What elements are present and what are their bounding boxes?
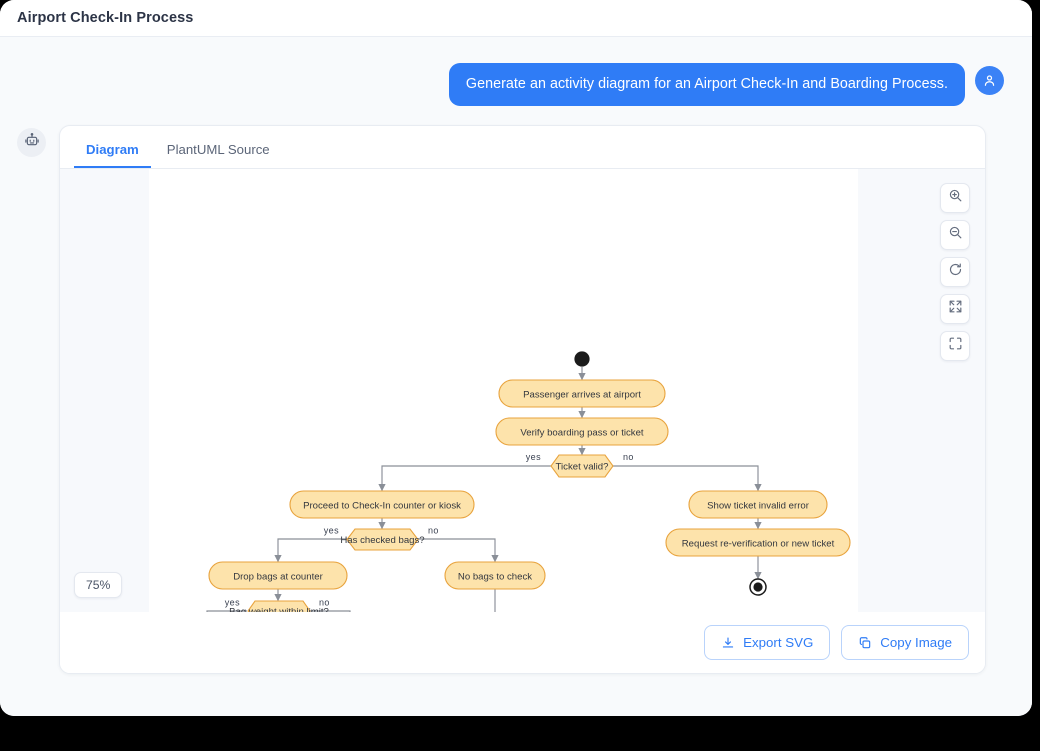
- copy-image-button[interactable]: Copy Image: [841, 625, 969, 661]
- fit-screen-icon: [948, 299, 963, 319]
- card-tabs: Diagram PlantUML Source: [60, 126, 985, 170]
- node-decision: Has checked bags?: [340, 528, 425, 551]
- zoom-out-button[interactable]: [940, 220, 970, 251]
- diagram-sheet: Passenger arrives at airport Verify boar…: [149, 169, 858, 613]
- edge-label-no: no: [428, 526, 439, 536]
- svg-text:Ticket valid?: Ticket valid?: [556, 462, 609, 473]
- node-activity: No bags to check: [444, 561, 546, 590]
- chat-area: Generate an activity diagram for an Airp…: [0, 37, 1032, 716]
- edge-label-yes: yes: [324, 526, 339, 536]
- assistant-message-row: Diagram PlantUML Source: [0, 106, 1032, 675]
- node-activity: Drop bags at counter: [208, 561, 348, 590]
- node-activity: Passenger arrives at airport: [498, 379, 666, 408]
- node-end: [749, 578, 767, 597]
- node-activity: Request re-verification or new ticket: [665, 528, 851, 557]
- diagram-card: Diagram PlantUML Source: [59, 125, 986, 675]
- assistant-avatar: [17, 128, 46, 158]
- robot-icon: [24, 132, 40, 153]
- download-icon: [721, 636, 735, 650]
- tab-diagram[interactable]: Diagram: [74, 136, 151, 169]
- diagram-nodes: Passenger arrives at airport Verify boar…: [208, 351, 851, 613]
- zoom-in-button[interactable]: [940, 183, 970, 214]
- user-avatar: [975, 66, 1004, 95]
- card-footer: Export SVG Copy Image: [60, 612, 985, 674]
- export-svg-button[interactable]: Export SVG: [704, 625, 831, 661]
- zoom-in-icon: [948, 188, 963, 208]
- svg-text:No bags to check: No bags to check: [458, 572, 532, 583]
- node-decision: Bag weight within limit?: [229, 600, 329, 613]
- reset-button[interactable]: [940, 257, 970, 288]
- diagram-edges: [206, 367, 762, 613]
- app-window: Airport Check-In Process Generate an act…: [0, 0, 1032, 716]
- export-svg-label: Export SVG: [743, 635, 814, 651]
- node-decision: Ticket valid?: [550, 454, 614, 478]
- copy-icon: [858, 636, 872, 650]
- zoom-out-icon: [948, 225, 963, 245]
- diagram-controls: [940, 183, 970, 362]
- user-message-row: Generate an activity diagram for an Airp…: [0, 37, 1032, 107]
- node-activity: Verify boarding pass or ticket: [495, 417, 669, 446]
- edge-label-yes: yes: [225, 598, 240, 608]
- svg-text:Request re-verification or new: Request re-verification or new ticket: [682, 539, 835, 550]
- fullscreen-button[interactable]: [940, 331, 970, 362]
- node-activity: Proceed to Check-In counter or kiosk: [289, 490, 475, 519]
- diagram-canvas[interactable]: Passenger arrives at airport Verify boar…: [60, 169, 985, 613]
- fullscreen-icon: [948, 336, 963, 356]
- reset-rotate-icon: [948, 262, 963, 282]
- title-bar: Airport Check-In Process: [0, 0, 1032, 37]
- user-message-bubble: Generate an activity diagram for an Airp…: [448, 63, 965, 107]
- page-title: Airport Check-In Process: [17, 10, 194, 26]
- copy-image-label: Copy Image: [880, 635, 952, 651]
- svg-text:Bag weight within limit?: Bag weight within limit?: [229, 607, 329, 613]
- node-activity: Show ticket invalid error: [688, 490, 828, 519]
- svg-text:Has checked bags?: Has checked bags?: [340, 535, 424, 546]
- tab-plantuml-source[interactable]: PlantUML Source: [166, 142, 270, 158]
- edge-label-no: no: [319, 598, 330, 608]
- svg-text:Passenger arrives at airport: Passenger arrives at airport: [523, 390, 641, 401]
- svg-text:Show ticket invalid error: Show ticket invalid error: [707, 501, 810, 512]
- user-icon: [982, 73, 997, 88]
- node-start: [574, 351, 590, 367]
- fit-screen-button[interactable]: [940, 294, 970, 325]
- svg-text:Proceed to Check-In counter or: Proceed to Check-In counter or kiosk: [303, 501, 461, 512]
- svg-text:Drop bags at counter: Drop bags at counter: [233, 572, 323, 583]
- zoom-level-badge: 75%: [74, 572, 123, 599]
- edge-label-yes: yes: [526, 452, 541, 462]
- edge-label-no: no: [623, 452, 634, 462]
- svg-text:Verify boarding pass or ticket: Verify boarding pass or ticket: [520, 428, 644, 439]
